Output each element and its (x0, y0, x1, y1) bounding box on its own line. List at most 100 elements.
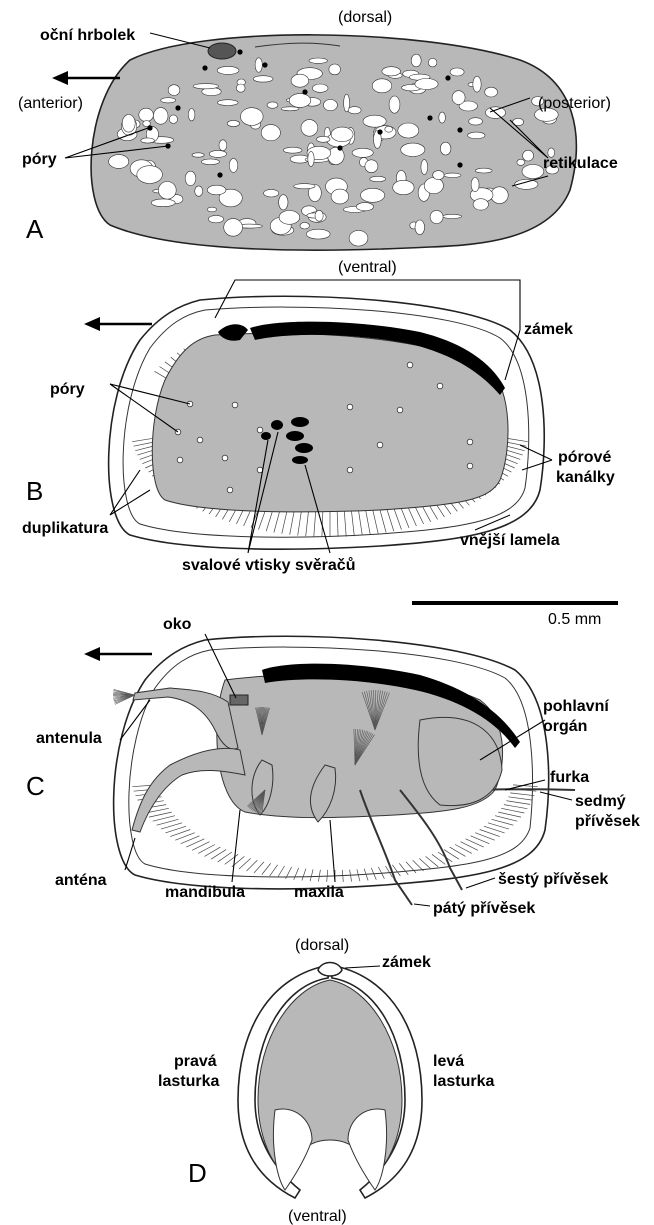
pit (415, 220, 425, 235)
pore-circle (347, 404, 353, 410)
pore-dot (175, 105, 180, 110)
pit (385, 126, 393, 132)
pit (281, 107, 299, 111)
pit (294, 184, 315, 189)
pore-dot (302, 89, 307, 94)
panel-a: oční hrbolek (dorsal) (anterior) (poster… (18, 9, 618, 276)
pore-circle (257, 427, 263, 433)
pit (323, 100, 337, 111)
pit (207, 207, 216, 212)
pit (217, 66, 239, 74)
pore-circle (437, 383, 443, 389)
pit (473, 76, 481, 92)
scale-bar: 0.5 mm (412, 603, 618, 628)
panel-letter-b: B (26, 476, 43, 506)
anterior-arrow-icon-b (84, 317, 152, 331)
pit (440, 142, 451, 155)
pit (517, 159, 525, 165)
pit (227, 120, 239, 126)
pit (261, 125, 280, 141)
pit (365, 160, 378, 173)
pit (372, 79, 392, 93)
pore-dot (457, 127, 462, 132)
pit (523, 150, 534, 161)
pit (331, 127, 353, 142)
label-fifth: pátý přívěsek (433, 900, 535, 917)
pit (192, 153, 204, 157)
pore-circle (467, 439, 473, 445)
panel-b: zámek póry pórové kanálky duplikatura vn… (22, 280, 615, 574)
pit (139, 108, 154, 121)
panel-letter-c: C (26, 771, 45, 801)
pit (161, 98, 176, 103)
pore-circle (232, 402, 238, 408)
pore-circle (177, 457, 183, 463)
label-sixth: šestý přívěsek (498, 871, 608, 888)
pit (219, 140, 227, 151)
pore-dot (377, 129, 382, 134)
label-left-valve-2: lasturka (433, 1073, 494, 1090)
pit (185, 171, 196, 185)
label-right-valve-2: lasturka (158, 1073, 219, 1090)
label-seventh-1: sedmý (575, 793, 626, 810)
label-genital-2: orgán (543, 718, 587, 735)
pit (522, 165, 544, 179)
pit (433, 171, 444, 180)
eye-tubercle-icon (208, 43, 236, 59)
label-maxila: maxila (294, 884, 344, 901)
label-antenna: anténa (55, 872, 107, 889)
pit (471, 178, 479, 192)
pore-dot (217, 172, 222, 177)
pit (348, 107, 361, 114)
pit (415, 79, 438, 90)
pit (349, 230, 368, 246)
pit (208, 215, 223, 222)
pit (209, 150, 226, 157)
pit (109, 155, 129, 169)
pore-circle (467, 463, 473, 469)
label-mandible: mandibula (165, 884, 245, 901)
pit (393, 180, 414, 194)
pit (344, 94, 350, 112)
eye-icon (230, 695, 248, 705)
pit (424, 178, 443, 194)
label-ventral-a: (ventral) (338, 259, 397, 276)
pit (485, 87, 498, 97)
pit (137, 166, 163, 184)
pore-circle (197, 437, 203, 443)
pit (382, 67, 401, 76)
pore-dot (427, 115, 432, 120)
pit (450, 68, 464, 76)
label-outer-lamella: vnější lamela (460, 532, 560, 549)
leader-fifth (414, 904, 430, 906)
label-antennule: antenula (36, 730, 102, 747)
pit (356, 203, 373, 211)
pit (291, 74, 309, 87)
pore-dot (237, 49, 242, 54)
pit (315, 210, 323, 221)
label-pore-canals-1: pórové (558, 449, 611, 466)
pit (279, 211, 300, 225)
pit (300, 222, 309, 229)
label-reticulation: retikulace (543, 155, 618, 172)
label-eye-tubercle: oční hrbolek (40, 27, 135, 44)
pit (401, 143, 425, 156)
pit (411, 54, 421, 67)
leader-hinge-d (345, 966, 380, 968)
pit (443, 214, 462, 218)
hinge-joint-icon (318, 963, 342, 977)
pit (301, 120, 318, 137)
pit (308, 151, 314, 166)
pit (264, 189, 279, 197)
pit (224, 219, 243, 237)
pore-dot (337, 145, 342, 150)
pit (267, 102, 278, 108)
pit (283, 147, 302, 153)
pore-circle (407, 362, 413, 368)
panel-c: 0.5 mm oko antenula pohlavní (26, 603, 640, 917)
label-left-valve-1: levá (433, 1053, 464, 1070)
pit (444, 173, 461, 177)
pit (279, 195, 288, 210)
label-duplicature: duplikatura (22, 520, 108, 537)
pit (352, 148, 373, 157)
